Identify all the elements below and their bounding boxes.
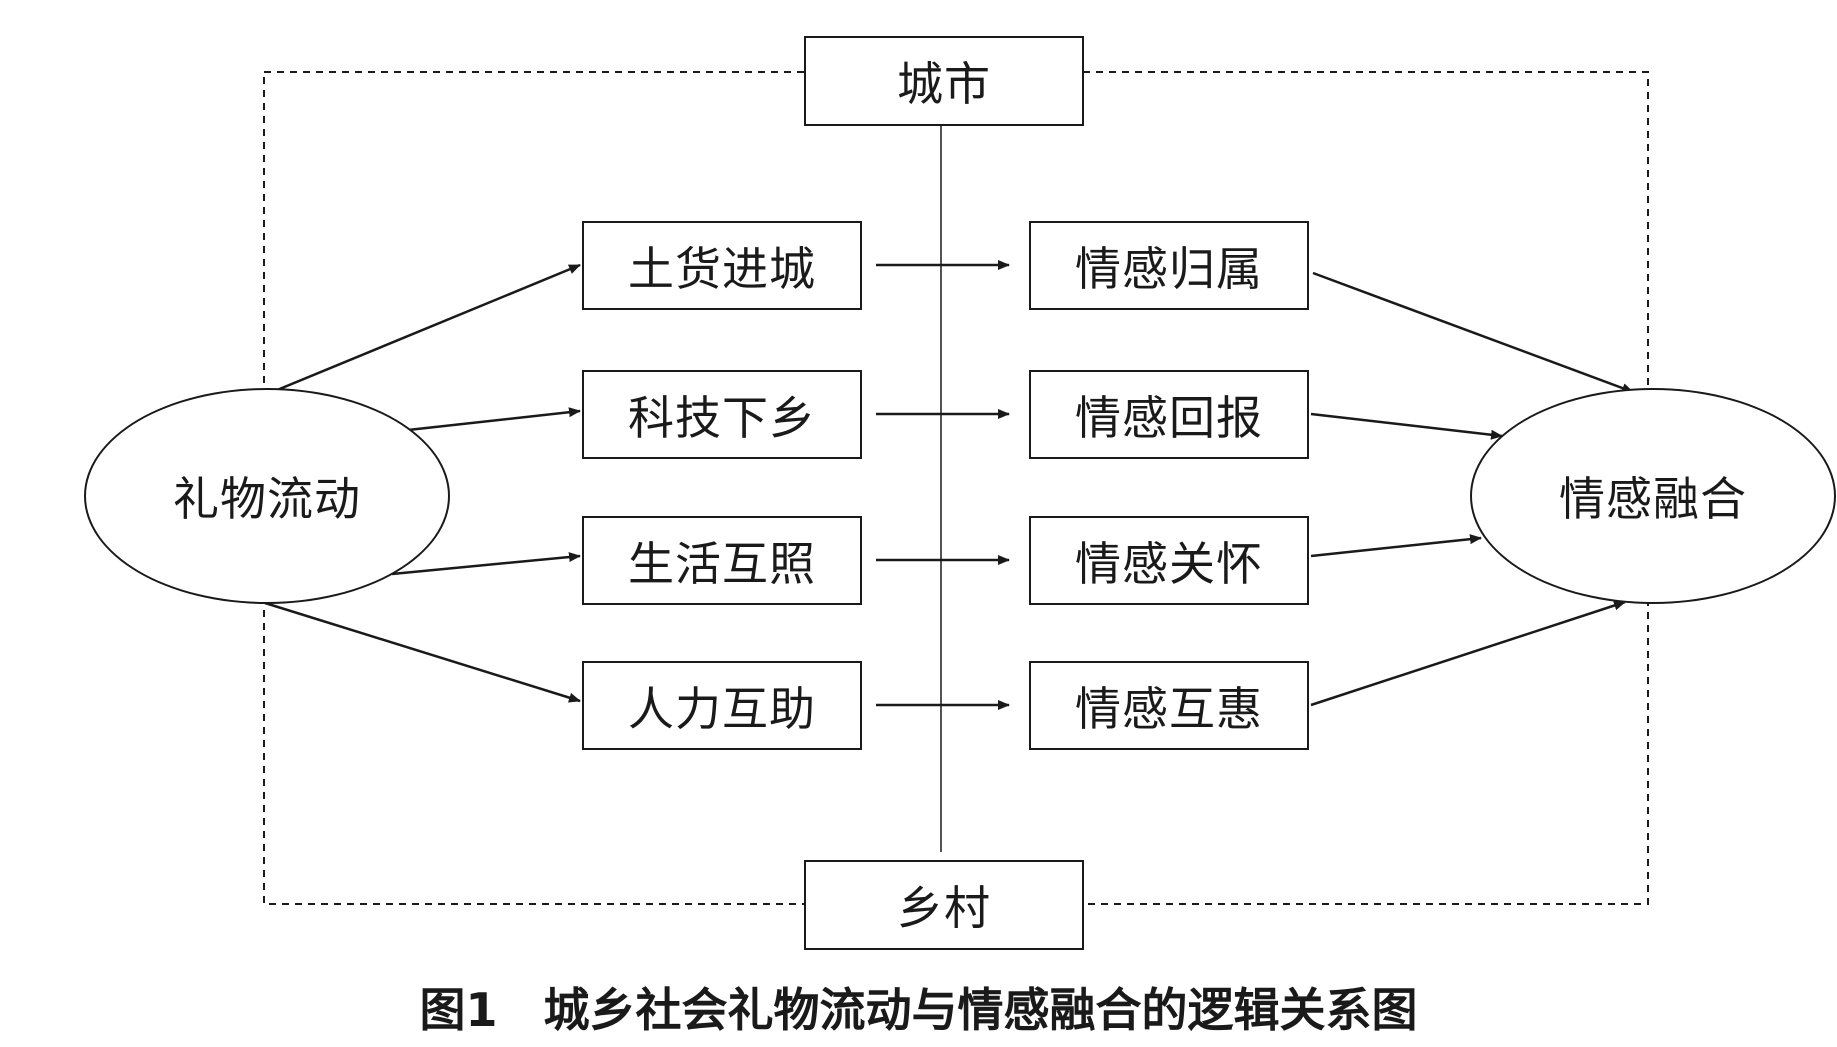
- village-node: 乡村: [804, 860, 1084, 950]
- form-node-2: 科技下乡: [582, 370, 862, 459]
- emotion-node-3: 情感关怀: [1029, 516, 1309, 605]
- dashed-boundary: [263, 71, 1649, 905]
- form-node-3: 生活互照: [582, 516, 862, 605]
- arrow-source-to-form-4: [264, 601, 581, 703]
- arrow-source-to-form-3: [391, 552, 581, 576]
- emotion-node-2: 情感回报: [1029, 370, 1309, 459]
- arrow-emotion-to-target-2: [1310, 412, 1503, 440]
- city-node: 城市: [804, 36, 1084, 126]
- form-node-1: 土货进城: [582, 221, 862, 310]
- figure-caption: 图1 城乡社会礼物流动与情感融合的逻辑关系图: [419, 983, 1418, 1037]
- arrow-source-to-form-2: [407, 407, 581, 432]
- arrow-emotion-to-target-1: [1312, 271, 1634, 394]
- source-node-gift-flow: 礼物流动: [84, 388, 450, 604]
- arrow-source-to-form-1: [264, 263, 581, 397]
- arrow-emotion-to-target-3: [1310, 534, 1482, 558]
- emotion-node-1: 情感归属: [1029, 221, 1309, 310]
- target-node-emotional-integration: 情感融合: [1470, 388, 1836, 604]
- form-node-4: 人力互助: [582, 661, 862, 750]
- emotion-node-4: 情感互惠: [1029, 661, 1309, 750]
- arrow-emotion-to-target-4: [1310, 600, 1626, 707]
